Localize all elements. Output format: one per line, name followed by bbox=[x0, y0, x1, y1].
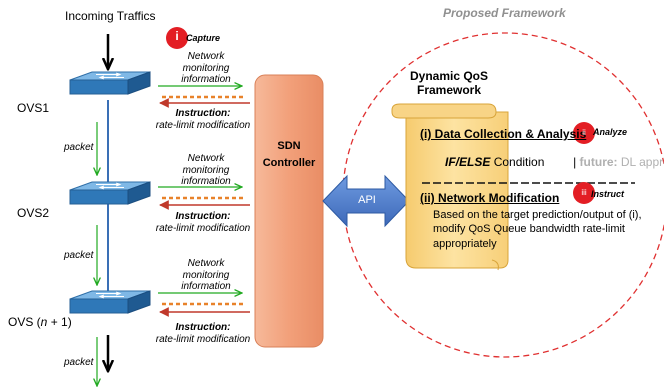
instruction-note-2: Instruction:rate-limit modification bbox=[155, 211, 251, 234]
packet-label-3: packet bbox=[64, 357, 94, 368]
data-collection-heading: (i) Data Collection & Analysis bbox=[420, 127, 587, 141]
condition-line: IF/ELSE Condition | future: DL approach bbox=[445, 155, 664, 169]
analyze-badge-numeral: ii bbox=[582, 128, 586, 137]
network-modification-body: Based on the target prediction/output of… bbox=[433, 209, 642, 250]
api-label: API bbox=[358, 194, 376, 206]
instruct-label: Instruct bbox=[591, 189, 625, 199]
ovs2-label: OVS2 bbox=[17, 206, 50, 220]
instruction-note-1: Instruction:rate-limit modification bbox=[155, 108, 251, 131]
packet-label-2: packet bbox=[64, 250, 94, 261]
incoming-traffics-label: Incoming Traffics bbox=[65, 9, 156, 23]
analyze-label: Analyze bbox=[593, 127, 628, 137]
network-modification-heading: (ii) Network Modification bbox=[420, 191, 560, 205]
framework-scroll bbox=[391, 103, 509, 271]
sdn-controller-box bbox=[254, 74, 324, 348]
capture-badge bbox=[166, 27, 188, 49]
ovs2-switch-icon bbox=[69, 181, 151, 205]
ovs-n1-switch-icon bbox=[69, 290, 151, 314]
capture-badge-numeral: i bbox=[175, 29, 179, 43]
ovs1-label: OVS1 bbox=[17, 101, 50, 115]
instruction-note-3: Instruction:rate-limit modification bbox=[155, 322, 251, 345]
proposed-framework-circle bbox=[342, 32, 664, 358]
ovs1-switch-icon bbox=[69, 71, 151, 95]
packet-label-1: packet bbox=[64, 142, 94, 153]
instruct-badge bbox=[573, 182, 595, 204]
instruct-badge-numeral: iii bbox=[581, 188, 587, 197]
ovs-n1-label: OVS (n + 1) bbox=[8, 315, 72, 329]
proposed-framework-title: Proposed Framework bbox=[443, 6, 566, 20]
analyze-badge bbox=[573, 122, 595, 144]
capture-label: Capture bbox=[186, 33, 221, 43]
